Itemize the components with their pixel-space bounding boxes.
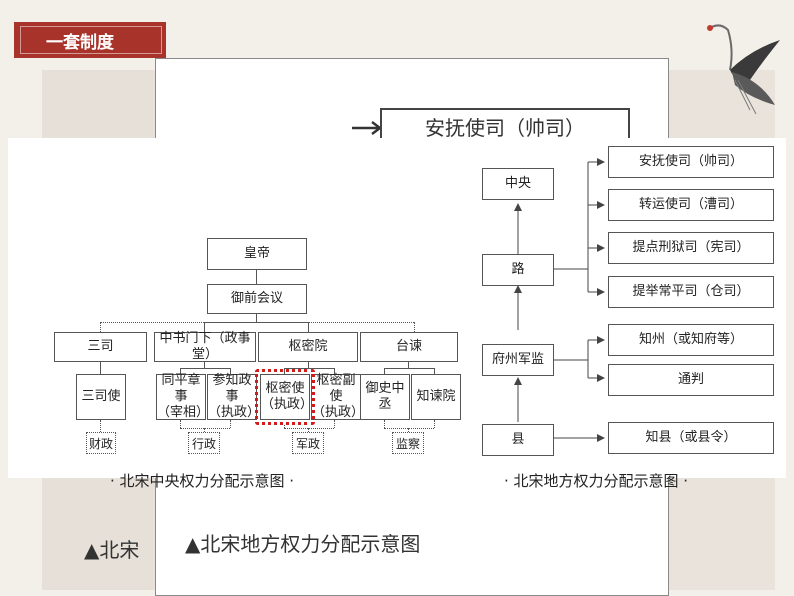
- local-diagram-caption: · 北宋地方权力分配示意图 ·: [504, 472, 689, 490]
- local-circuit-label: 路: [511, 261, 525, 277]
- circuit-office-box: 转运使司（漕司）: [608, 189, 774, 221]
- circuit-office-label: 提举常平司（仓司）: [632, 283, 750, 299]
- dept-label: 中书门下（政事堂）: [159, 330, 251, 362]
- circuit-office-label: 转运使司（漕司）: [638, 196, 743, 212]
- central-diagram-caption: · 北宋中央权力分配示意图 ·: [110, 472, 295, 490]
- council-label: 御前会议: [230, 290, 283, 306]
- official-label: 枢密副使 （执政）: [312, 372, 365, 421]
- circuit-office-box: 提举常平司（仓司）: [608, 276, 774, 308]
- official-box-sansishi: 三司使: [76, 374, 126, 420]
- dept-box-zhongshu: 中书门下（政事堂）: [154, 330, 256, 362]
- crane-icon: [707, 24, 780, 115]
- dept-label: 枢密院: [288, 338, 328, 354]
- function-label: 军政: [295, 436, 320, 451]
- local-prefecture-box: 府州军监: [482, 344, 554, 376]
- emperor-box: 皇帝: [207, 238, 307, 270]
- local-center-box: 中央: [482, 168, 554, 200]
- county-office-box: 知县（或县令）: [608, 422, 774, 454]
- official-box-shumi-fushi: 枢密副使 （执政）: [311, 372, 365, 421]
- local-circuit-box: 路: [482, 254, 554, 286]
- diagram-panel: 皇帝 御前会议 三司 中书门下（政事堂） 枢密院 台谏 三司使 同平章事 （宰相…: [8, 138, 786, 478]
- council-box: 御前会议: [207, 284, 307, 314]
- official-label: 参知政事 （执政）: [208, 372, 261, 421]
- function-tag-administration: 行政: [188, 432, 220, 454]
- official-box-yushi: 御史中丞: [360, 374, 410, 420]
- official-box-vice-chancellor: 参知政事 （执政）: [207, 372, 261, 421]
- prefecture-office-box: 知州（或知府等）: [608, 324, 774, 356]
- background-caption-right: ▲北宋地方权力分配示意图: [185, 532, 421, 556]
- local-county-label: 县: [511, 431, 525, 447]
- background-top-box-label: 安抚使司（帅司）: [425, 115, 585, 140]
- local-center-label: 中央: [504, 175, 531, 191]
- local-diagram-connectors: [514, 158, 605, 442]
- prefecture-office-box: 通判: [608, 364, 774, 396]
- function-label: 行政: [191, 436, 216, 451]
- local-prefecture-label: 府州军监: [491, 351, 544, 367]
- official-box-chancellor: 同平章事 （宰相）: [156, 372, 210, 421]
- function-label: 监察: [395, 436, 420, 451]
- dept-box-sansi: 三司: [54, 332, 147, 362]
- official-label: 知谏院: [416, 388, 456, 404]
- local-county-box: 县: [482, 424, 554, 456]
- official-box-shumishi: 枢密使 （执政）: [260, 374, 314, 420]
- circuit-office-label: 安抚使司（帅司）: [638, 153, 743, 169]
- dept-box-shumiyuan: 枢密院: [258, 332, 358, 362]
- prefecture-office-label: 通判: [677, 371, 704, 387]
- emperor-label: 皇帝: [243, 245, 270, 261]
- background-caption-left: ▲北宋: [84, 538, 140, 562]
- dept-box-taijian: 台谏: [360, 332, 458, 362]
- function-tag-supervision: 监察: [392, 432, 424, 454]
- section-title: 一套制度: [14, 22, 166, 58]
- circuit-office-box: 安抚使司（帅司）: [608, 146, 774, 178]
- circuit-office-label: 提点刑狱司（宪司）: [632, 239, 750, 255]
- prefecture-office-label: 知州（或知府等）: [638, 331, 743, 347]
- highlight-shumishi: [255, 369, 315, 425]
- county-office-label: 知县（或县令）: [645, 429, 737, 445]
- official-label: 三司使: [81, 388, 121, 404]
- official-label: 枢密使 （执政）: [261, 380, 314, 412]
- official-label: 御史中丞: [365, 380, 405, 412]
- dept-label: 三司: [87, 338, 114, 354]
- function-tag-finance: 财政: [86, 432, 116, 454]
- official-label: 同平章事 （宰相）: [157, 372, 210, 421]
- dept-label: 台谏: [395, 338, 422, 354]
- function-label: 财政: [88, 436, 113, 451]
- section-title-text: 一套制度: [46, 32, 114, 53]
- circuit-office-box: 提点刑狱司（宪司）: [608, 232, 774, 264]
- official-box-zhijianyuan: 知谏院: [411, 374, 461, 420]
- function-tag-military: 军政: [292, 432, 324, 454]
